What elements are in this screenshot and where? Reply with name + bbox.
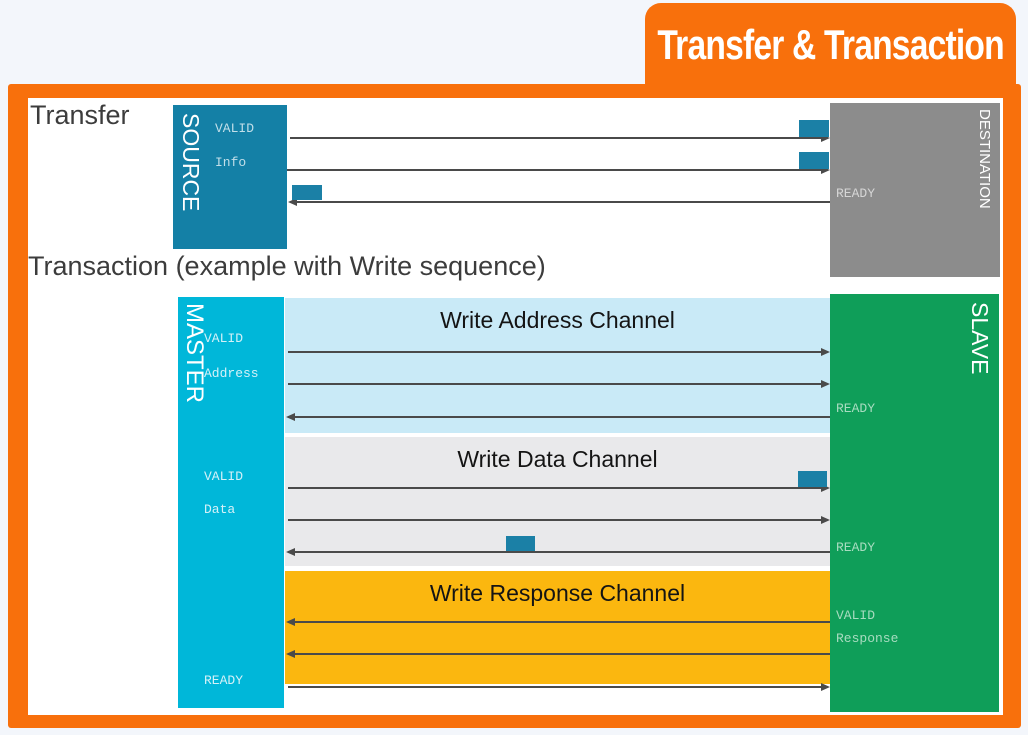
response-ready-arrow <box>288 683 830 691</box>
write-address-channel-title: Write Address Channel <box>440 307 675 333</box>
transfer-ready-arrow <box>288 198 830 206</box>
slide-title-banner: Transfer & Transaction <box>645 3 1016 86</box>
source-box: SOURCE VALID Info <box>173 105 287 249</box>
diagram-frame: Transfer Transaction (example with Write… <box>8 84 1021 728</box>
master-ready-label: READY <box>204 673 244 688</box>
destination-box-label: DESTINATION <box>976 109 993 209</box>
address-ready-arrow <box>286 413 830 421</box>
data-info-arrow <box>288 516 830 524</box>
slave-box-label: SLAVE <box>967 302 993 375</box>
slave-response-label: Response <box>836 631 899 646</box>
transfer-info-arrow <box>287 166 830 174</box>
source-box-label: SOURCE <box>178 113 204 212</box>
data-valid-pulse-marker <box>798 471 827 487</box>
ready-pulse-marker <box>292 185 322 200</box>
data-ready-arrow <box>286 548 830 556</box>
data-ready-pulse-marker <box>506 536 535 551</box>
info-pulse-marker <box>799 152 829 169</box>
response-info-arrow <box>286 650 830 658</box>
slave-address-ready-label: READY <box>836 401 876 416</box>
master-data-label: Data <box>204 502 236 517</box>
write-response-channel-band: Write Response Channel <box>285 571 830 684</box>
slave-response-valid-label: VALID <box>836 608 876 623</box>
slave-data-ready-label: READY <box>836 540 876 555</box>
write-response-channel-title: Write Response Channel <box>429 580 686 606</box>
master-box: MASTER VALID Address VALID Data READY <box>178 297 284 708</box>
slide-title: Transfer & Transaction <box>657 20 1004 68</box>
valid-pulse-marker <box>799 120 829 137</box>
diagram-canvas: Transfer Transaction (example with Write… <box>28 98 1003 715</box>
source-valid-label: VALID <box>215 121 255 136</box>
master-address-valid-label: VALID <box>204 331 244 346</box>
transfer-section-heading: Transfer <box>30 100 130 130</box>
transaction-section-heading: Transaction (example with Write sequence… <box>28 251 546 281</box>
address-valid-arrow <box>288 348 830 356</box>
destination-ready-label: READY <box>836 186 876 201</box>
destination-box: DESTINATION READY <box>830 103 1000 277</box>
data-valid-arrow <box>288 484 830 492</box>
response-valid-arrow <box>286 618 830 626</box>
master-box-label: MASTER <box>181 303 208 404</box>
master-data-valid-label: VALID <box>204 469 244 484</box>
master-address-label: Address <box>204 366 259 381</box>
address-info-arrow <box>288 380 830 388</box>
write-address-channel-band: Write Address Channel <box>285 298 830 433</box>
write-data-channel-title: Write Data Channel <box>457 446 658 472</box>
transfer-valid-arrow <box>290 134 830 142</box>
slave-box: SLAVE READY READY VALID Response <box>830 294 999 712</box>
write-data-channel-band: Write Data Channel <box>285 437 830 566</box>
source-info-label: Info <box>215 155 247 170</box>
